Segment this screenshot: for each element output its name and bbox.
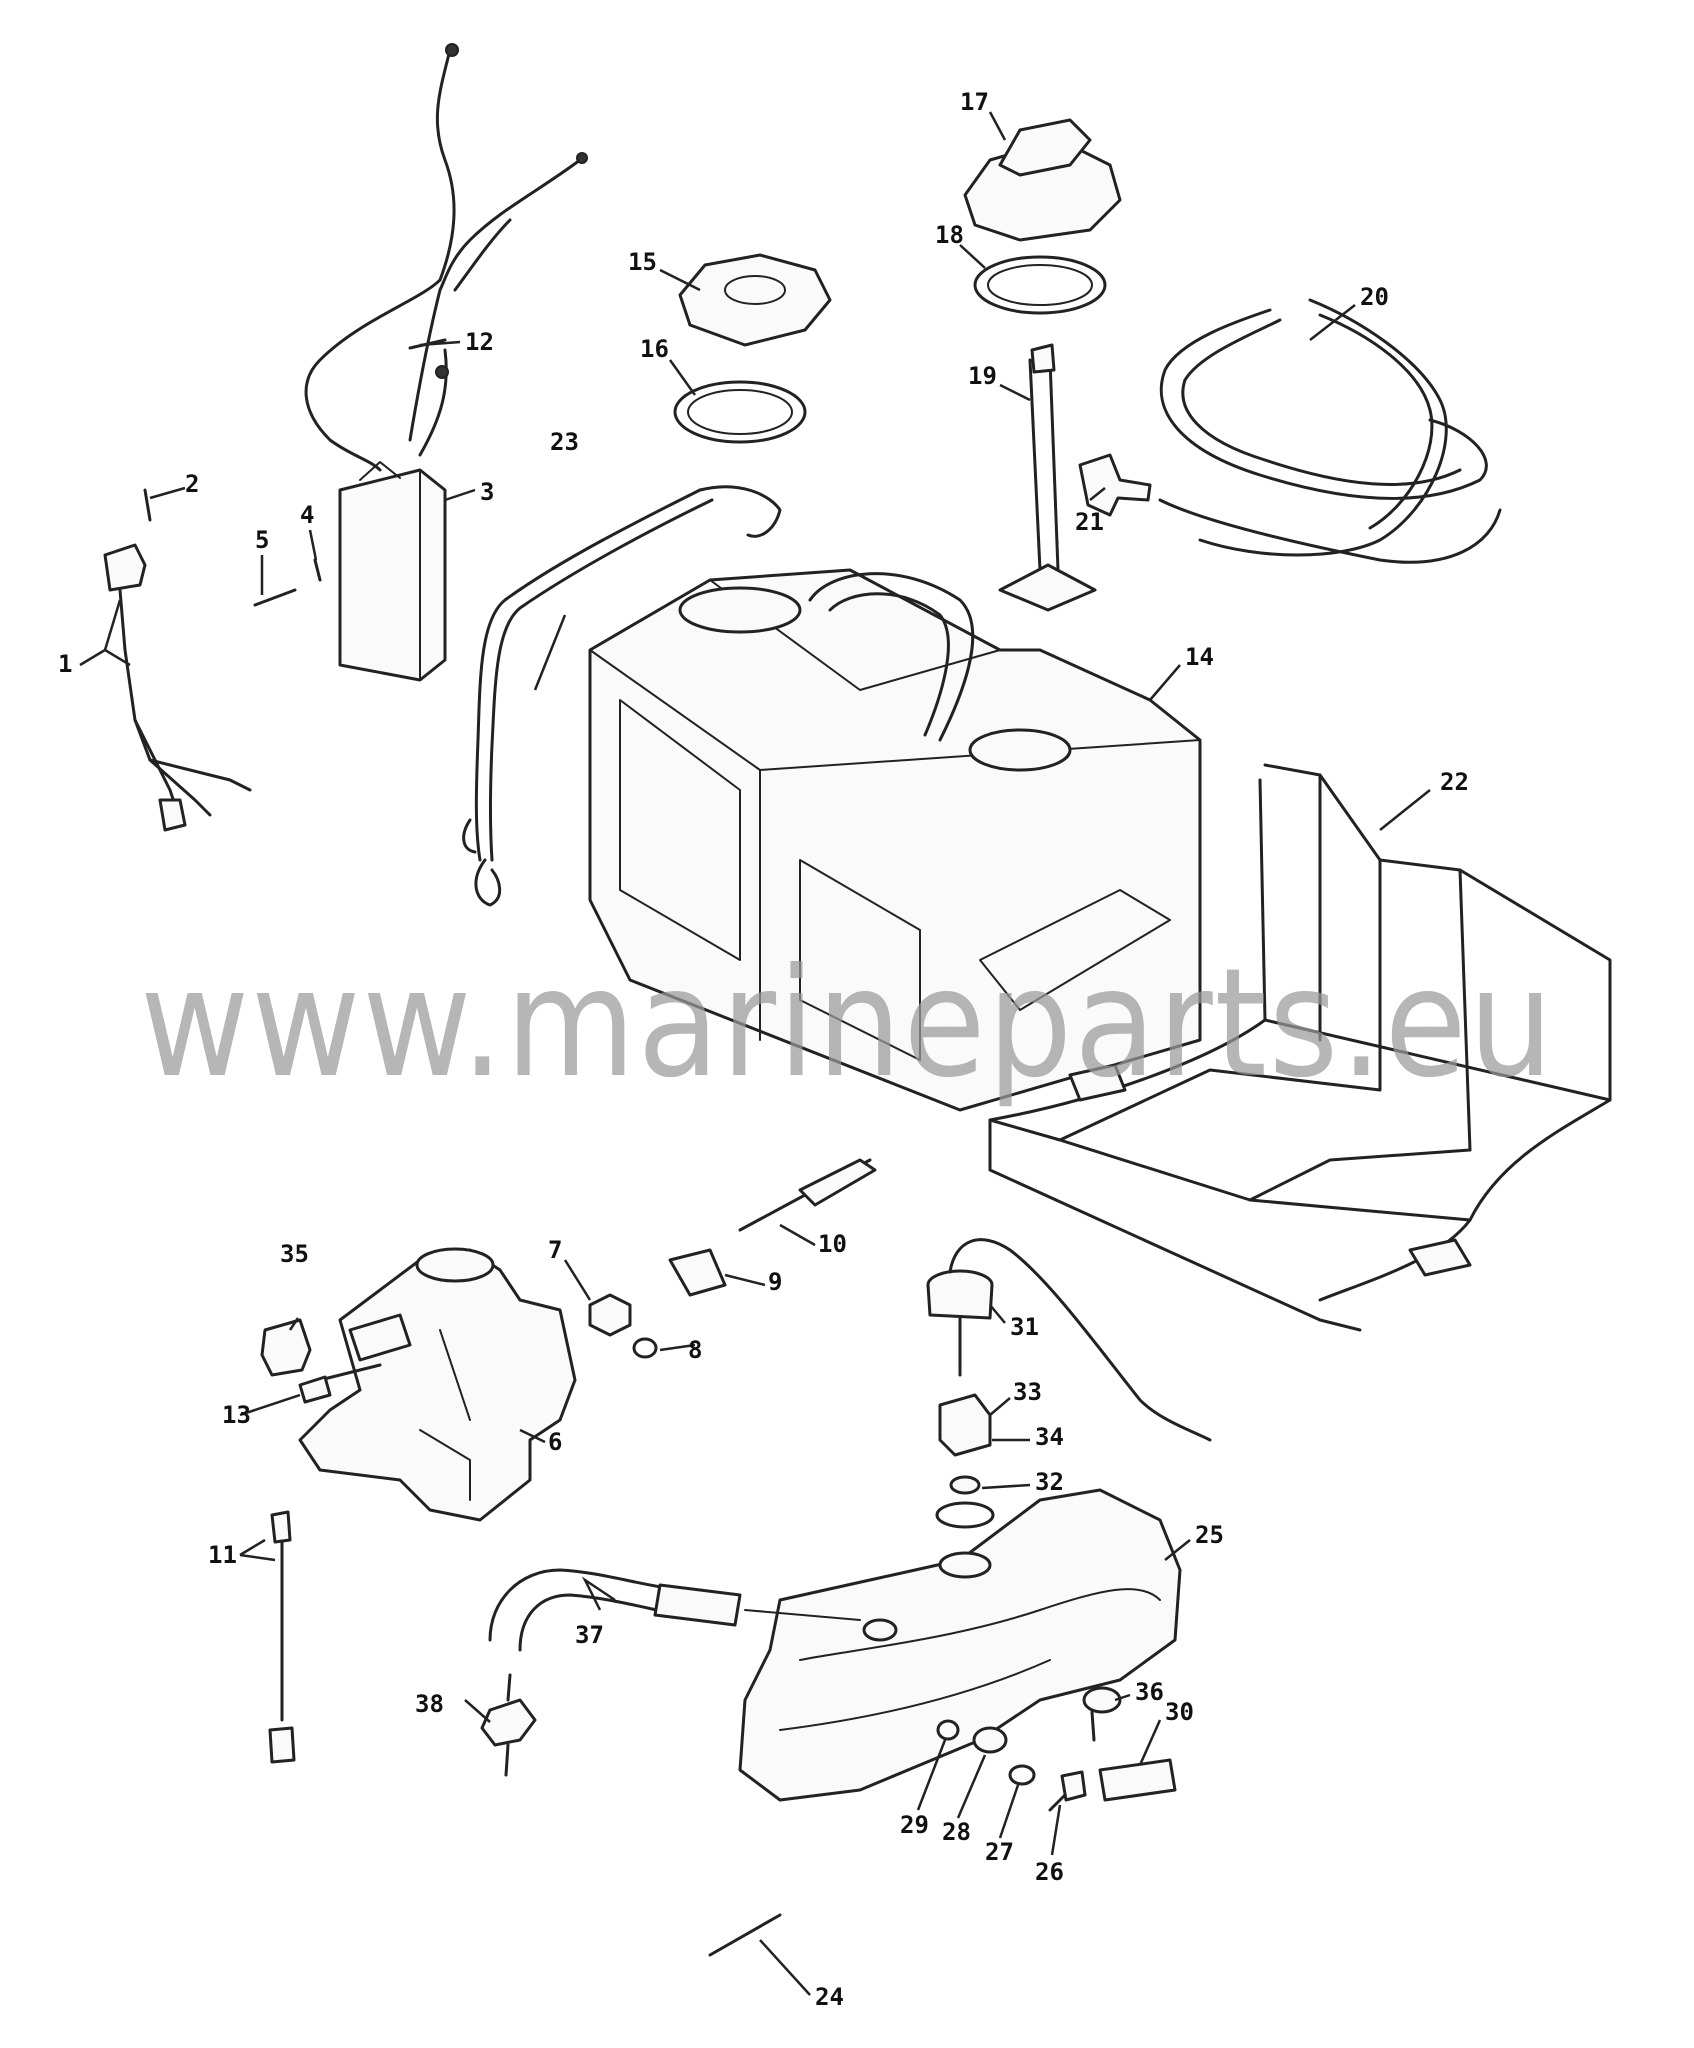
callout-33: 33 xyxy=(1013,1378,1042,1406)
leader-lines xyxy=(79,111,1431,1996)
callout-1: 1 xyxy=(58,650,72,678)
callout-37: 37 xyxy=(575,1621,604,1649)
strap xyxy=(462,485,782,907)
callout-34: 34 xyxy=(1035,1423,1064,1451)
callout-21: 21 xyxy=(1075,508,1104,536)
watermark: www.marineparts.eu xyxy=(140,937,1555,1111)
callout-38: 38 xyxy=(415,1690,444,1718)
screw-12 xyxy=(408,338,449,379)
float-33 xyxy=(938,1393,992,1457)
nut-34 xyxy=(949,1475,981,1495)
callout-8: 8 xyxy=(688,1336,702,1364)
callout-22: 22 xyxy=(1440,768,1469,796)
gasket-18 xyxy=(973,255,1107,315)
washer-27 xyxy=(1008,1764,1036,1786)
callout-18: 18 xyxy=(935,221,964,249)
oil-tank xyxy=(738,1488,1182,1802)
callout-25: 25 xyxy=(1195,1521,1224,1549)
wire-harness xyxy=(304,43,588,472)
callout-35: 35 xyxy=(280,1240,309,1268)
callout-11: 11 xyxy=(208,1541,237,1569)
callout-14: 14 xyxy=(1185,643,1214,671)
screw-5 xyxy=(253,588,297,607)
callout-labels: 1 2 3 4 5 6 7 8 9 10 11 12 13 14 15 16 1… xyxy=(58,88,1469,2011)
fitting-21 xyxy=(1078,453,1152,517)
callout-29: 29 xyxy=(900,1811,929,1839)
wire-11 xyxy=(268,1510,296,1764)
callout-6: 6 xyxy=(548,1428,562,1456)
callout-26: 26 xyxy=(1035,1858,1064,1886)
oil-pump-assembly xyxy=(298,1247,577,1522)
screw-26 xyxy=(1048,1770,1087,1812)
callout-32: 32 xyxy=(1035,1468,1064,1496)
callout-20: 20 xyxy=(1360,283,1389,311)
callout-28: 28 xyxy=(942,1818,971,1846)
callout-17: 17 xyxy=(960,88,989,116)
callout-23: 23 xyxy=(550,428,579,456)
clamp-36 xyxy=(1082,1686,1122,1742)
callout-24: 24 xyxy=(815,1983,844,2011)
grommet-28 xyxy=(972,1726,1008,1754)
callout-36: 36 xyxy=(1135,1678,1164,1706)
washer-32 xyxy=(935,1501,995,1529)
screw-2 xyxy=(143,488,152,522)
hose-37 xyxy=(488,1568,861,1652)
filler-cap xyxy=(678,253,832,347)
callout-2: 2 xyxy=(185,470,199,498)
callout-13: 13 xyxy=(222,1401,251,1429)
callout-19: 19 xyxy=(968,362,997,390)
check-valve xyxy=(480,1673,537,1777)
callout-27: 27 xyxy=(985,1838,1014,1866)
gasket-16 xyxy=(673,380,807,444)
shaft-10 xyxy=(738,1158,877,1232)
callout-30: 30 xyxy=(1165,1698,1194,1726)
fuel-hose xyxy=(1158,298,1502,564)
sensor-cap xyxy=(926,1238,1212,1442)
callout-4: 4 xyxy=(300,501,314,529)
callout-10: 10 xyxy=(818,1230,847,1258)
filter-35 xyxy=(260,1318,312,1377)
screw-13 xyxy=(298,1363,382,1404)
pickup-tube xyxy=(998,343,1097,612)
tank-bracket xyxy=(988,763,1612,1332)
nut-7 xyxy=(588,1293,632,1337)
hose-30 xyxy=(1098,1758,1177,1802)
ignition-wire-assembly xyxy=(103,543,252,832)
callout-9: 9 xyxy=(768,1268,782,1296)
callout-7: 7 xyxy=(548,1236,562,1264)
washer-4 xyxy=(313,558,322,582)
callout-15: 15 xyxy=(628,248,657,276)
fuel-tank xyxy=(588,568,1202,1112)
callout-16: 16 xyxy=(640,335,669,363)
control-module xyxy=(338,461,447,682)
callout-3: 3 xyxy=(480,478,494,506)
pin-24 xyxy=(708,1913,782,1957)
callout-12: 12 xyxy=(465,328,494,356)
callout-31: 31 xyxy=(1010,1313,1039,1341)
sleeve-9 xyxy=(668,1248,727,1297)
gauge-cap xyxy=(963,118,1122,242)
plug-29 xyxy=(936,1719,960,1741)
callout-5: 5 xyxy=(255,526,269,554)
o-ring-8 xyxy=(632,1337,658,1359)
